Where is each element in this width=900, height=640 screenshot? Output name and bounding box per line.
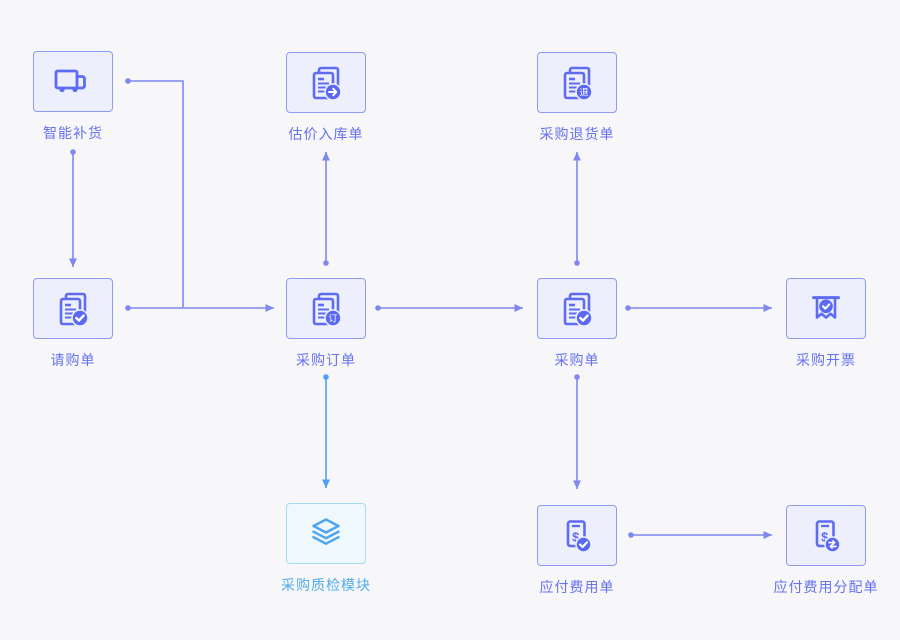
edge-arrowhead xyxy=(265,304,274,312)
layers-icon xyxy=(312,517,340,545)
truck-icon xyxy=(54,69,86,92)
purchase-list-tile[interactable] xyxy=(537,278,617,339)
document-arrow-icon xyxy=(312,66,342,101)
node-label: 应付费用单 xyxy=(539,579,615,595)
document-check-icon xyxy=(563,292,593,327)
node-label: 采购质检模块 xyxy=(281,577,371,593)
node-payable-expense-allocation-order[interactable]: $ 应付费用分配单 xyxy=(774,505,878,597)
node-quality-inspection-module[interactable]: 采购质检模块 xyxy=(281,503,370,595)
svg-text:$: $ xyxy=(821,529,829,544)
estimated-inbound-tile[interactable] xyxy=(286,52,366,113)
badge-text: 退 xyxy=(579,87,588,97)
node-label: 采购开票 xyxy=(796,352,856,368)
purchase-return-tile[interactable]: 退 xyxy=(537,52,617,113)
node-smart-replenishment[interactable]: 智能补货 xyxy=(33,51,113,143)
edge-start-dot xyxy=(375,305,381,311)
edge-arrowhead xyxy=(573,152,581,161)
node-purchase-requisition[interactable]: 请购单 xyxy=(33,278,113,370)
node-label: 采购订单 xyxy=(296,352,356,368)
payable-expense-allocation-tile[interactable]: $ xyxy=(786,505,866,566)
edge-arrowhead xyxy=(763,304,772,312)
edge-start-dot xyxy=(323,260,329,266)
edge-start-dot xyxy=(70,149,76,155)
edge-arrowhead xyxy=(69,258,77,267)
edge-smart-to-purchase-order xyxy=(128,80,184,308)
node-estimated-inbound-order[interactable]: 估价入库单 xyxy=(286,52,366,144)
document-check-icon xyxy=(59,292,89,327)
edge-arrowhead xyxy=(322,479,330,488)
node-label: 采购退货单 xyxy=(539,126,615,142)
bill-transfer-icon: $ xyxy=(815,519,841,553)
edge-start-dot xyxy=(125,305,131,311)
edge-arrowhead xyxy=(763,531,772,539)
node-purchase-list[interactable]: 采购单 xyxy=(537,278,617,370)
node-payable-expense-order[interactable]: $ 应付费用单 xyxy=(537,505,617,597)
node-purchase-order[interactable]: 订 采购订单 xyxy=(286,278,366,370)
edge-start-dot xyxy=(323,374,329,380)
quality-inspection-tile[interactable] xyxy=(286,503,366,564)
edge-start-dot xyxy=(574,374,580,380)
node-label: 智能补货 xyxy=(43,125,103,141)
edge-start-dot xyxy=(625,305,631,311)
node-purchase-invoicing[interactable]: 采购开票 xyxy=(786,278,866,370)
smart-replenishment-tile[interactable] xyxy=(33,51,113,112)
edge-start-dot xyxy=(628,532,634,538)
invoice-ribbon-icon xyxy=(812,295,840,319)
node-label: 采购单 xyxy=(554,352,600,368)
purchase-requisition-tile[interactable] xyxy=(33,278,113,339)
purchase-invoicing-tile[interactable] xyxy=(786,278,866,339)
node-label: 请购单 xyxy=(50,352,96,368)
edge-arrowhead xyxy=(573,480,581,489)
badge-text: 订 xyxy=(328,313,337,323)
document-return-icon: 退 xyxy=(563,66,593,101)
edge-start-dot xyxy=(574,260,580,266)
document-order-icon: 订 xyxy=(312,292,342,327)
edge-arrowhead xyxy=(514,304,523,312)
edge-start-dot xyxy=(125,78,131,84)
node-purchase-return-order[interactable]: 退 采购退货单 xyxy=(537,52,617,144)
svg-text:$: $ xyxy=(572,529,580,544)
node-label: 估价入库单 xyxy=(288,126,364,142)
node-label: 应付费用分配单 xyxy=(773,579,879,595)
bill-check-icon: $ xyxy=(566,519,592,553)
payable-expense-tile[interactable]: $ xyxy=(537,505,617,566)
edge-arrowhead xyxy=(322,152,330,161)
purchase-order-tile[interactable]: 订 xyxy=(286,278,366,339)
